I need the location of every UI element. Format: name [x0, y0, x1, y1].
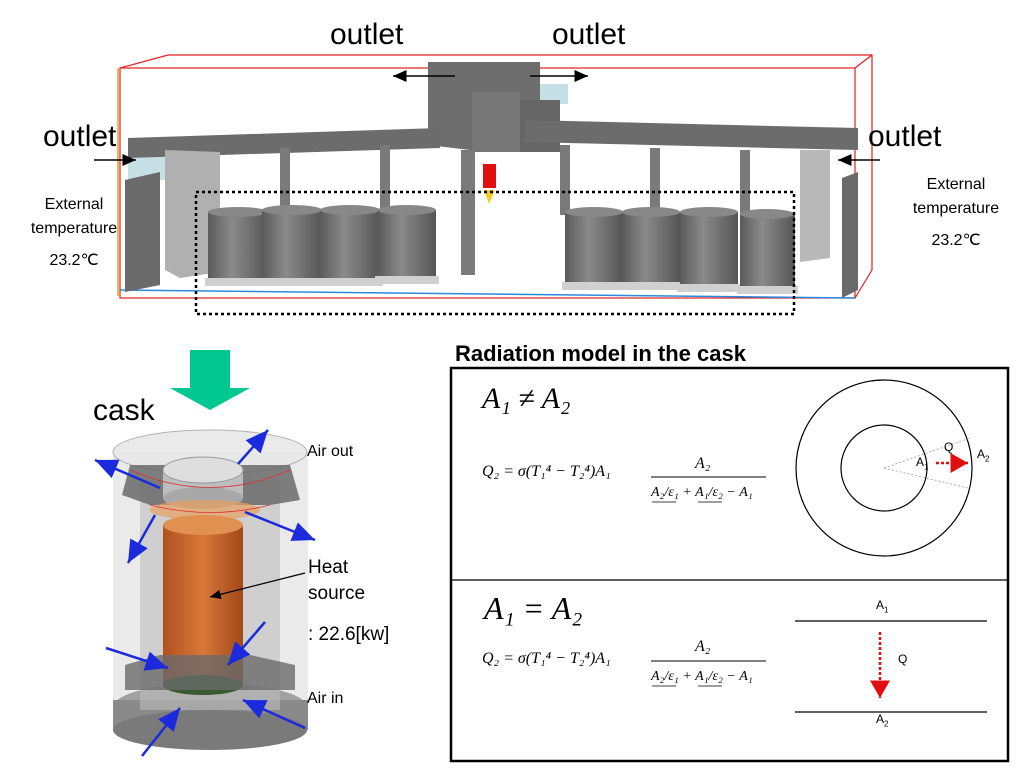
air-in-arrow: [227, 621, 266, 666]
ext-temp-left-line1: External: [44, 196, 104, 213]
cask-unit: [562, 207, 626, 290]
green-down-arrow: [170, 350, 250, 410]
left-wall: [125, 172, 160, 292]
outlet-label-right: outlet: [868, 120, 942, 153]
air-out-arrow: [94, 458, 161, 490]
radiation-model-box: [449, 366, 1010, 763]
heat-source-label: Heat source: [308, 555, 365, 607]
right-wall: [842, 172, 858, 298]
air-flow-arrows: [94, 429, 316, 757]
plate-a1-label: A1: [876, 598, 888, 614]
external-temperature-right: External temperature 23.2℃: [896, 173, 1016, 253]
cask-unit: [677, 207, 741, 292]
left-inner-panel: [165, 150, 220, 278]
support-columns: [280, 145, 750, 220]
top-louver-left: [472, 92, 520, 152]
plate-a2-label: A2: [876, 712, 888, 728]
heat-source-line1: Heat: [308, 557, 349, 578]
circle-q-label: Q: [944, 440, 954, 454]
outlet-panel-top-right: [540, 84, 568, 104]
heat-source-line2: source: [308, 583, 366, 604]
air-out-arrow: [126, 514, 157, 564]
air-out-arrow: [237, 429, 269, 465]
ext-temp-left-line2: temperature: [30, 220, 118, 237]
air-out-arrow: [244, 510, 316, 542]
air-in-arrow: [242, 698, 306, 730]
circle-a1-sub: 1: [924, 462, 929, 472]
circle-a2-sub: 2: [985, 454, 990, 464]
case1-condition: A₁ ≠ A₂: [482, 382, 571, 415]
bottom-vanes: [125, 655, 295, 690]
air-in-arrow: [105, 646, 169, 671]
ext-temp-right-line1: External: [926, 176, 986, 193]
cask-unit: [205, 207, 271, 286]
case2-condition: A₁ = A₂: [484, 590, 583, 626]
cask-unit: [619, 207, 683, 290]
heat-marker: [483, 164, 496, 188]
case1-q-equation: Q₂ = σ(T₁⁴ − T₂⁴)A₁: [482, 463, 611, 480]
central-column: [461, 150, 475, 275]
cask-group-right: [562, 207, 798, 294]
outlet-label-top-right: outlet: [552, 18, 626, 51]
heat-power-label: : 22.6[kw]: [308, 624, 390, 645]
circle-a2-label: A2: [977, 447, 989, 463]
case2-denominator: A₂/ε₁ + A₁/ε₂ − A₁: [651, 669, 753, 684]
heat-marker-tip: [484, 190, 495, 204]
cask-label: cask: [93, 394, 155, 427]
ext-temp-right-value: 23.2℃: [931, 232, 981, 249]
ext-temp-left-value: 23.2℃: [49, 252, 99, 269]
circle-a1-letter: A: [916, 455, 925, 469]
plate-q-label: Q: [898, 652, 908, 666]
plate-a1-sub: 1: [884, 605, 889, 615]
outlet-label-left: outlet: [43, 120, 117, 153]
cask-detail: [112, 429, 308, 750]
plate-a2-sub: 2: [884, 719, 889, 729]
external-temperature-left: External temperature 23.2℃: [14, 193, 134, 273]
heat-source-pointer: [209, 572, 306, 600]
outer-circle: [795, 379, 973, 557]
cask-group-left: [205, 205, 439, 286]
air-in-arrow: [141, 707, 181, 757]
case1-denominator: A₂/ε₁ + A₁/ε₂ − A₁: [651, 485, 753, 500]
air-out-label: Air out: [307, 443, 354, 460]
plate-a1-letter: A: [876, 598, 885, 612]
roof-left: [128, 128, 440, 158]
right-inner-panel: [800, 150, 830, 262]
outlet-label-top-left: outlet: [330, 18, 404, 51]
circle-a2-letter: A: [977, 447, 986, 461]
building-model: [94, 54, 880, 316]
cask-unit: [317, 205, 383, 286]
cask-unit: [737, 209, 798, 294]
roof-right: [525, 120, 858, 150]
plate-a2-letter: A: [876, 712, 885, 726]
case2-q-equation: Q₂ = σ(T₁⁴ − T₂⁴)A₁: [482, 650, 611, 667]
radiation-model-title: Radiation model in the cask: [455, 341, 746, 366]
circle-a1-label: A1: [916, 455, 928, 471]
inner-circle: [840, 424, 928, 512]
ext-temp-right-line2: temperature: [912, 200, 1000, 217]
cask-unit: [259, 205, 325, 286]
ground-line: [119, 289, 856, 299]
case2-numerator: A₂: [695, 638, 711, 655]
cask-unit: [375, 205, 439, 284]
air-in-label: Air in: [307, 690, 344, 707]
case1-numerator: A₂: [695, 455, 711, 472]
top-plug: [162, 456, 244, 484]
